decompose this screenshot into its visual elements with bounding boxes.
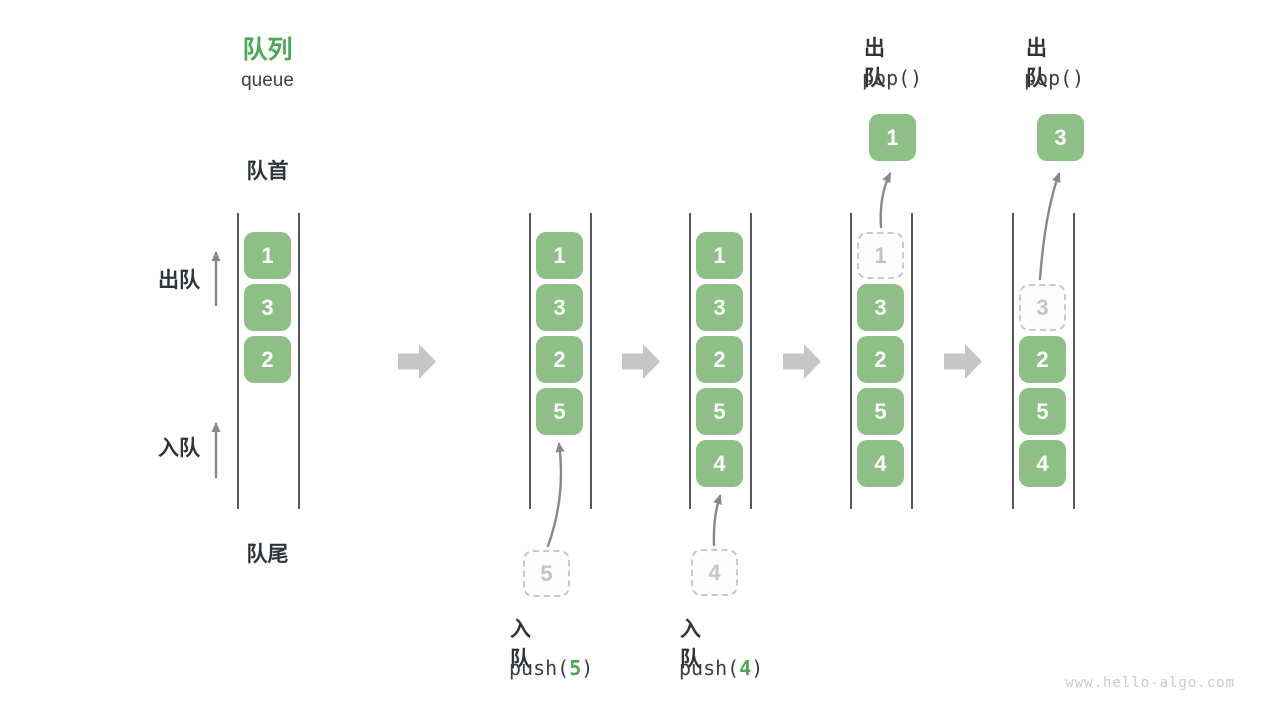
queue-element: 4 [857,440,904,487]
push-call-label: push(4) [679,656,763,680]
queue-element: 4 [1019,440,1066,487]
push-5-arrow-icon [546,442,565,548]
state-transition-arrow-icon-4 [944,344,982,379]
channel-left-wall [1012,213,1014,509]
popped-element: 3 [1037,114,1084,161]
push-operation-label: 入队 [510,618,531,671]
channel-left-wall [689,213,691,509]
element-value: 3 [553,294,566,320]
element-value: 5 [713,398,726,424]
push-call-text: ) [581,656,594,680]
state-transition-arrow-icon-3 [783,344,821,379]
queue-front-label: 队首 [246,160,289,183]
push-call-text: push( [679,656,740,680]
queue-element: 5 [1019,388,1066,435]
queue-element: 2 [1019,336,1066,383]
queue-element: 2 [536,336,583,383]
queue-element: 1 [536,232,583,279]
queue-rear-label: 队尾 [246,543,289,566]
channel-right-wall [590,213,592,509]
state-transition-arrow-icon-1 [398,344,436,379]
channel-left-wall [529,213,531,509]
page-title: 队列 [242,36,293,64]
queue-element: 1 [696,232,743,279]
element-value: 1 [261,242,274,268]
element-value: 5 [553,398,566,424]
element-value: 3 [261,294,274,320]
state-transition-arrow-icon-2 [622,344,660,379]
queue-element: 3 [536,284,583,331]
channel-right-wall [750,213,752,509]
element-value: 5 [874,398,887,424]
element-value: 2 [874,346,887,372]
queue-element: 3 [857,284,904,331]
element-value: 1 [874,242,887,268]
push-4-arrow-icon [712,494,722,547]
queue-element: 2 [244,336,291,383]
queue-element: 5 [696,388,743,435]
queue-element: 2 [857,336,904,383]
channel-left-wall [850,213,852,509]
pop-1-arrow-icon [879,172,892,229]
push-call-label: push(5) [509,656,593,680]
element-value: 1 [886,124,899,150]
element-value: 5 [1036,398,1049,424]
element-value: 2 [261,346,274,372]
channel-left-wall [237,213,239,509]
queue-element: 1 [244,232,291,279]
element-value: 4 [713,450,726,476]
queue-element: 5 [536,388,583,435]
element-value: 3 [1054,124,1067,150]
element-value: 3 [1036,294,1049,320]
incoming-element-ghost: 4 [691,549,738,596]
watermark: www.hello-algo.com [1065,675,1235,691]
pop-call-label: pop() [1024,66,1085,90]
element-value: 4 [874,450,887,476]
pop-call-label: pop() [862,66,923,90]
enqueue-side-label: 入队 [158,437,200,460]
push-argument: 4 [739,656,752,680]
pop-3-arrow-icon [1038,172,1061,281]
channel-right-wall [911,213,913,509]
element-value: 1 [713,242,726,268]
channel-right-wall [1073,213,1075,509]
popped-element: 1 [869,114,916,161]
element-value: 1 [553,242,566,268]
push-call-text: ) [751,656,764,680]
push-operation-label: 入队 [680,618,701,671]
push-call-text: push( [509,656,570,680]
element-value: 2 [553,346,566,372]
channel-right-wall [298,213,300,509]
removed-element-ghost: 1 [857,232,904,279]
page-subtitle: queue [241,70,294,91]
element-value: 5 [540,560,553,586]
dequeue-side-label: 出队 [158,269,200,292]
element-value: 3 [713,294,726,320]
incoming-element-ghost: 5 [523,550,570,597]
removed-element-ghost: 3 [1019,284,1066,331]
queue-element: 3 [696,284,743,331]
queue-element: 4 [696,440,743,487]
push-argument: 5 [569,656,582,680]
queue-element: 5 [857,388,904,435]
element-value: 3 [874,294,887,320]
element-value: 4 [1036,450,1049,476]
element-value: 2 [1036,346,1049,372]
queue-element: 2 [696,336,743,383]
pop-operation-label: 出队 [864,37,885,90]
queue-element: 3 [244,284,291,331]
element-value: 2 [713,346,726,372]
element-value: 4 [708,559,721,585]
pop-operation-label: 出队 [1026,37,1047,90]
